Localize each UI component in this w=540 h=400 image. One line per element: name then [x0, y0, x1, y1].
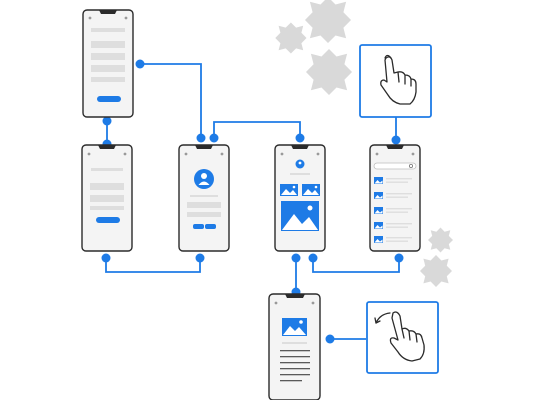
gear-icon: [275, 22, 307, 54]
image-placeholder-icon: [282, 318, 307, 336]
list-item[interactable]: [374, 177, 412, 184]
connector-gallery-to-list: [312, 258, 400, 273]
submit-button[interactable]: [96, 217, 120, 223]
image-placeholder-icon: [302, 184, 320, 196]
connector-login-to-profile: [140, 63, 202, 138]
screen-gallery: [274, 144, 326, 252]
login-button[interactable]: [97, 96, 121, 102]
screen-article: [268, 293, 321, 400]
list-item[interactable]: [374, 236, 412, 243]
connector-profile-to-gallery: [213, 121, 301, 138]
screen-login-bottom: [81, 144, 133, 252]
list-item[interactable]: [374, 222, 412, 229]
gear-icon: [420, 255, 452, 287]
list-item[interactable]: [374, 207, 412, 214]
screen-list: [369, 144, 421, 252]
image-placeholder-icon: [281, 201, 319, 231]
connector-dots: [101, 59, 404, 344]
tap-hand-icon: [380, 54, 417, 105]
list-item[interactable]: [374, 192, 412, 199]
tap-gesture: [359, 44, 432, 118]
screen-profile: [178, 144, 230, 252]
profile-button-right[interactable]: [205, 224, 216, 229]
gear-icon: [428, 227, 453, 253]
search-input[interactable]: [373, 162, 417, 170]
swipe-hand-icon: [374, 311, 425, 362]
swipe-gesture: [366, 301, 439, 374]
screen-login-top: [82, 9, 134, 118]
image-placeholder-icon: [280, 184, 298, 196]
gear-icon: [305, 0, 351, 43]
search-icon: [408, 163, 413, 168]
gear-icon: [306, 49, 352, 95]
connector-login-bottom-to-profile: [105, 258, 201, 273]
gears: [275, 0, 453, 287]
list-items: [374, 177, 412, 243]
profile-button-left[interactable]: [193, 224, 204, 229]
connectors: [105, 63, 400, 340]
